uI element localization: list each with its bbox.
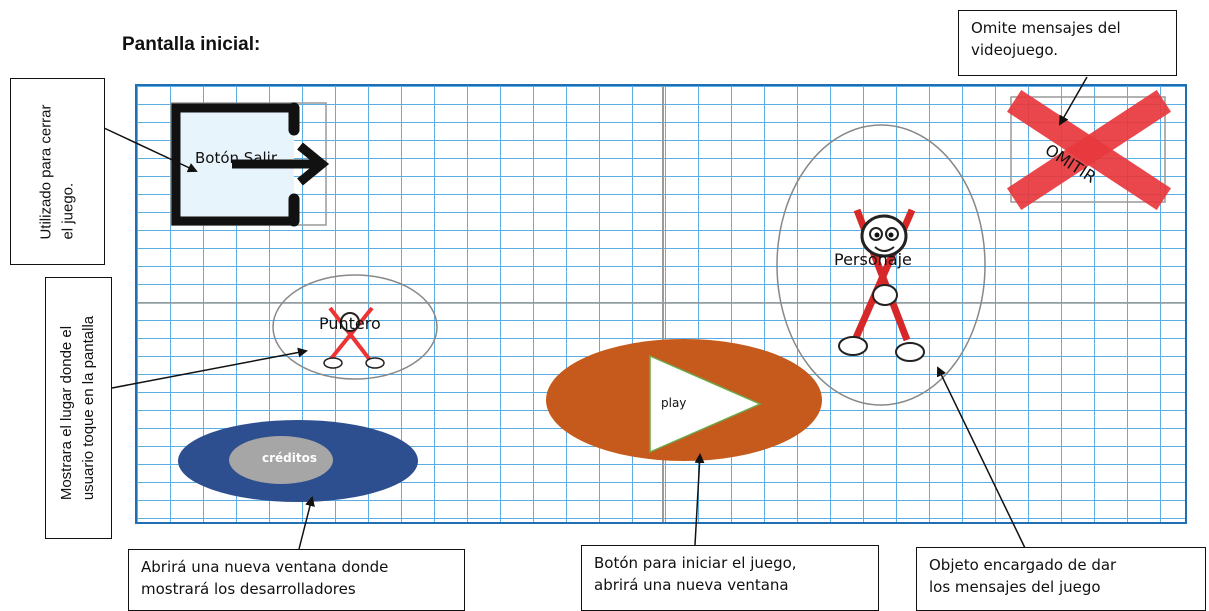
pointer-element	[272, 274, 438, 380]
pointer-arrow	[111, 347, 308, 389]
pointer-callout-line1: Mostrara el lugar donde el	[58, 325, 76, 501]
credits-callout: Abrirá una nueva ventana donde mostrará …	[128, 549, 465, 611]
exit-arrow	[103, 127, 198, 173]
pointer-callout: Mostrara el lugar donde el usuario toque…	[45, 277, 112, 539]
character-callout-line2: los mensajes del juego	[929, 578, 1101, 596]
character-label: Personaje	[834, 250, 912, 269]
pointer-callout-line2: usuario toque en la pantalla	[80, 315, 98, 501]
play-arrow	[694, 453, 705, 546]
character-arrow	[936, 366, 1026, 549]
skip-button[interactable]	[1006, 89, 1172, 211]
credits-callout-line2: mostrará los desarrolladores	[141, 580, 356, 598]
skip-arrow	[1059, 76, 1088, 126]
play-callout: Botón para iniciar el juego, abrirá una …	[581, 545, 879, 611]
skip-callout-line2: videojuego.	[971, 41, 1059, 59]
character-callout-line1: Objeto encargado de dar	[929, 556, 1117, 574]
play-label: play	[661, 396, 687, 410]
credits-button[interactable]	[178, 420, 418, 502]
page-title: Pantalla inicial:	[122, 34, 261, 55]
exit-callout-line1: Utilizado para cerrar	[37, 103, 55, 240]
skip-callout-line1: Omite mensajes del	[971, 19, 1121, 37]
credits-arrow	[298, 496, 315, 550]
exit-callout-line2: el juego.	[59, 182, 77, 240]
exit-button-label: Botón Salir	[195, 149, 278, 167]
play-button[interactable]	[546, 339, 822, 461]
pointer-label: Puntero	[319, 314, 381, 333]
play-callout-line1: Botón para iniciar el juego,	[594, 554, 797, 572]
credits-callout-line1: Abrirá una nueva ventana donde	[141, 558, 389, 576]
exit-callout: Utilizado para cerrar el juego.	[10, 78, 105, 265]
character-callout: Objeto encargado de dar los mensajes del…	[916, 547, 1206, 611]
skip-callout: Omite mensajes del videojuego.	[958, 10, 1177, 76]
character-element	[776, 124, 986, 406]
credits-label: créditos	[262, 451, 317, 465]
play-callout-line2: abrirá una nueva ventana	[594, 576, 789, 594]
